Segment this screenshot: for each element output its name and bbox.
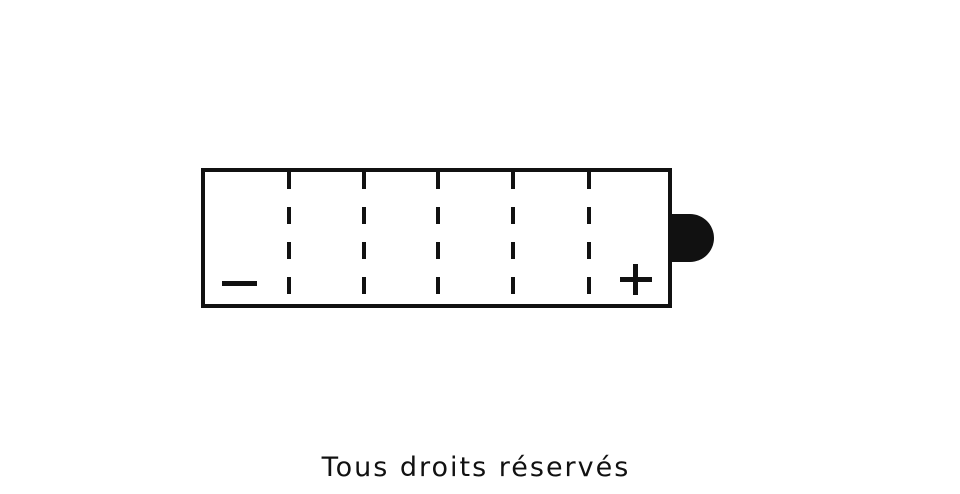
cell-dividers	[287, 172, 591, 306]
negative-symbol	[222, 281, 257, 286]
copyright-caption: Tous droits réservés	[321, 452, 631, 483]
positive-terminal-post	[670, 214, 714, 262]
positive-symbol	[620, 264, 652, 295]
